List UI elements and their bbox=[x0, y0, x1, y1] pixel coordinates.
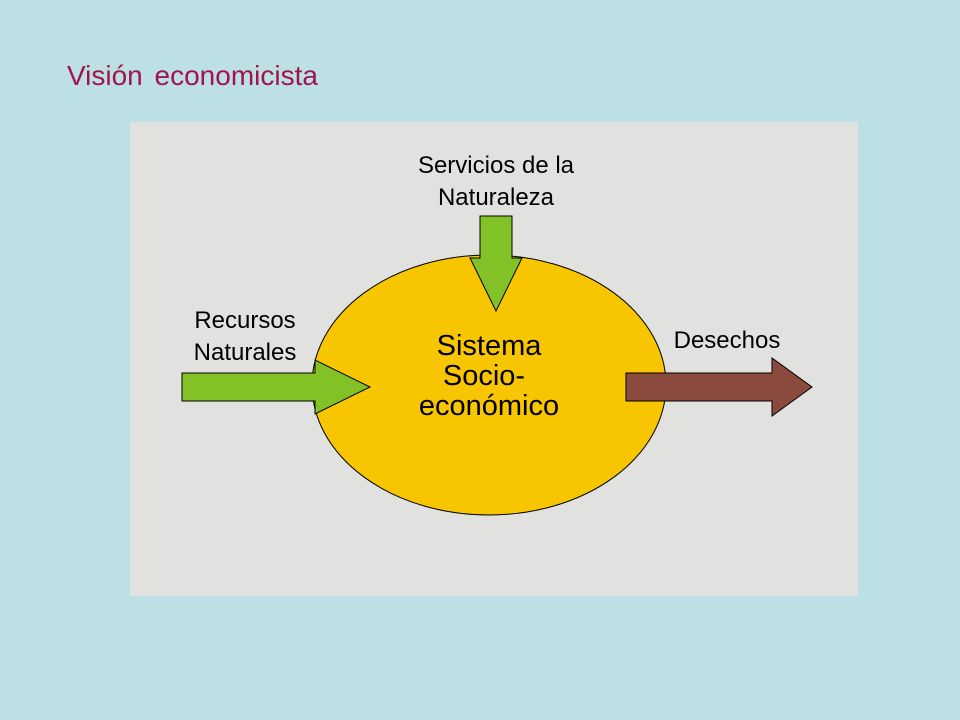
nature-services-label-line-2: Naturaleza bbox=[438, 184, 555, 211]
waste-label: Desechos bbox=[674, 327, 781, 354]
natural-resources-label-line-2: Naturales bbox=[194, 339, 297, 366]
natural-resources-arrow bbox=[181, 359, 372, 415]
slide-title: Visión economicista bbox=[67, 60, 318, 91]
nature-services-arrow bbox=[469, 215, 523, 313]
waste-arrow bbox=[625, 357, 813, 417]
nature-services-label-line-1: Servicios de la bbox=[418, 152, 575, 179]
natural-resources-label-line-1: Recursos bbox=[194, 307, 295, 334]
system-label-line-3: económico bbox=[419, 390, 559, 422]
system-label-line-1: Sistema bbox=[437, 330, 543, 362]
system-label-line-2: Socio- bbox=[443, 360, 525, 392]
